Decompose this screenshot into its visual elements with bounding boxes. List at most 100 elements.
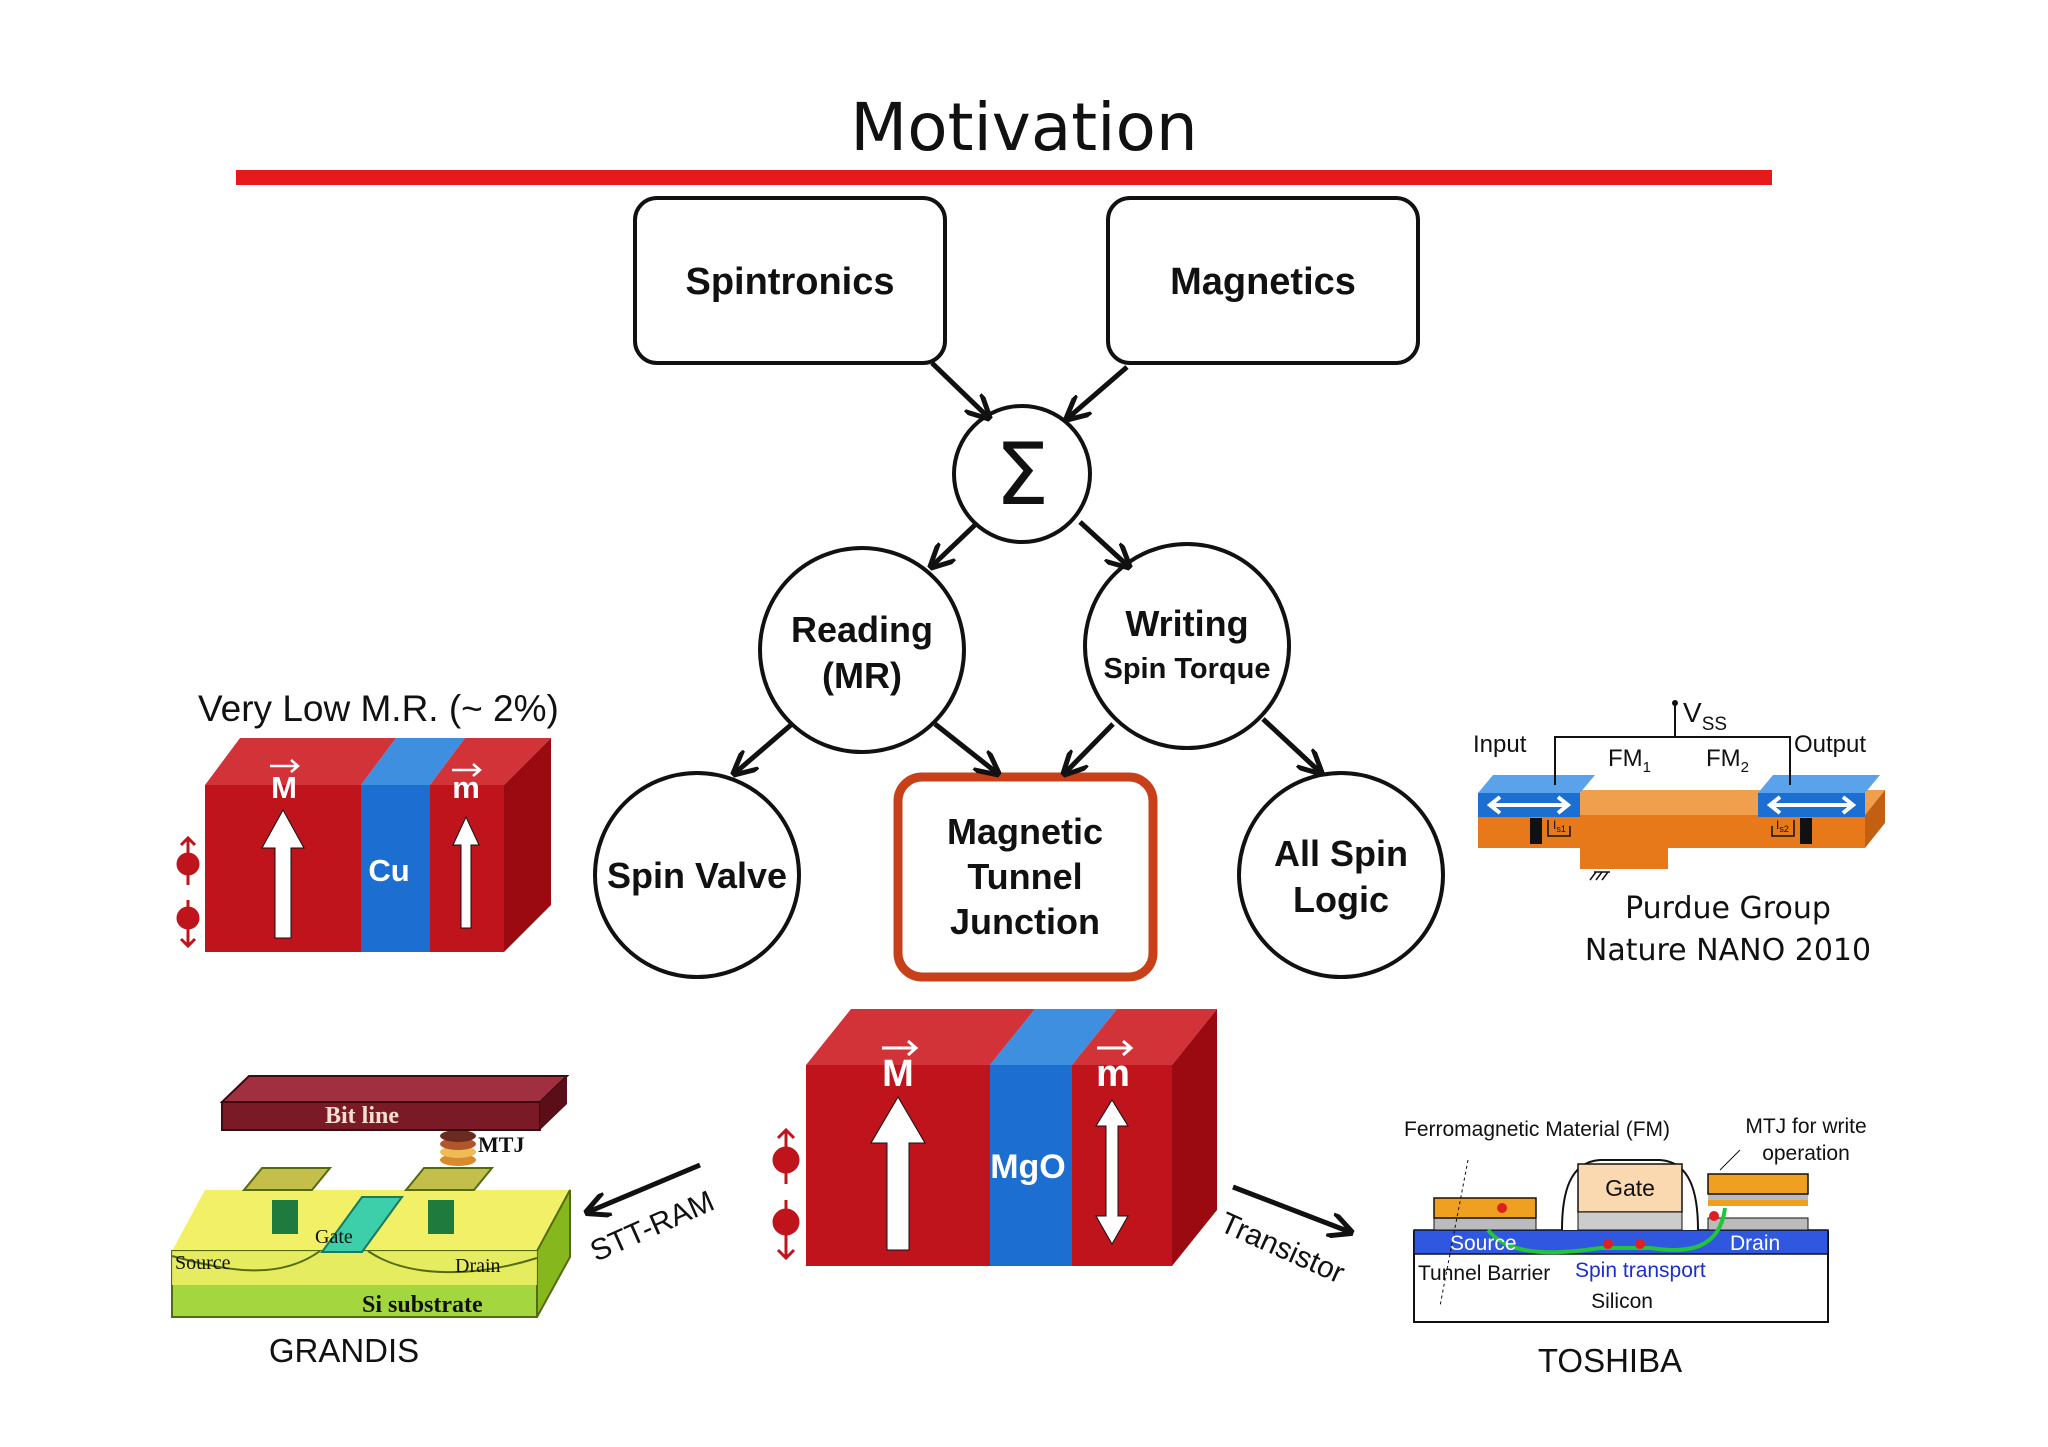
spacer-label: Cu <box>368 853 409 888</box>
mtj-fixed-vector: M <box>882 1053 914 1095</box>
logic-label: Logic <box>1293 879 1389 920</box>
svg-text:FM2: FM2 <box>1706 745 1749 776</box>
gate-block <box>320 1196 404 1253</box>
fm-material-label: Ferromagnetic Material (FM) <box>1404 1118 1670 1141</box>
vss-label: V <box>1683 697 1702 728</box>
grandis-source-label: Source <box>175 1252 231 1274</box>
arrow-transistor <box>1232 1184 1350 1232</box>
arrow-sum-to-reading <box>932 522 978 566</box>
purdue-figure: VSS Input Output FM1 FM2 Is1 Is2 Purdue … <box>1473 697 1885 968</box>
is2-label: I <box>1776 818 1779 832</box>
toshiba-gate-label: Gate <box>1605 1175 1655 1201</box>
arrow-writing-to-all-spin <box>1261 717 1320 772</box>
spintronics-label: Spintronics <box>685 261 894 303</box>
electron-spin-icon <box>176 835 200 949</box>
fixed-layer-vector: M <box>271 770 297 805</box>
mtj-write-label-line2: operation <box>1762 1142 1850 1165</box>
fixed-magnetization-arrow <box>261 808 305 939</box>
grandis-mtj-label: MTJ <box>478 1132 524 1157</box>
flow-arrows <box>588 361 1350 1232</box>
magnetics-box: Magnetics <box>1106 196 1420 365</box>
input-magnet-arrow <box>1486 795 1572 815</box>
mtj-free-vector-bar <box>1097 1039 1134 1057</box>
vss-wiring <box>1554 705 1791 785</box>
si-substrate-label: Si substrate <box>362 1292 483 1318</box>
fixed-vector-arrow-bar <box>270 759 300 773</box>
arrow-magnetics-to-sum <box>1068 365 1129 418</box>
writing-node: Writing Spin Torque <box>1083 542 1291 750</box>
arrow-writing-to-mtj <box>1065 722 1115 773</box>
reading-mr-label: (MR) <box>822 655 902 696</box>
vss-subscript: SS <box>1702 714 1727 735</box>
mtj-fixed-magnetization-arrow <box>870 1096 926 1251</box>
svg-text:Is2: Is2 <box>1776 818 1789 834</box>
mtj-write-label-line1: MTJ for write <box>1745 1115 1866 1138</box>
arrow-reading-to-spin-valve <box>735 722 794 773</box>
spin-transport-path <box>1486 1207 1727 1255</box>
input-label: Input <box>1473 731 1527 758</box>
arrow-reading-to-mtj <box>933 722 997 773</box>
stt-ram-label: STT-RAM <box>585 1185 719 1269</box>
transistor-label: Transistor <box>1215 1206 1349 1290</box>
arrow-stt-ram <box>588 1162 701 1212</box>
spin-torque-label: Spin Torque <box>1103 653 1270 685</box>
fm1-label: FM <box>1608 745 1643 772</box>
barrier-label: MgO <box>990 1148 1066 1186</box>
arrow-sum-to-writing <box>1078 520 1128 566</box>
mtj-label-line2: Tunnel <box>967 856 1082 897</box>
arrow-spintronics-to-sum <box>930 361 988 417</box>
is2-subscript: s2 <box>1779 824 1789 834</box>
grandis-gate-label: Gate <box>315 1226 353 1248</box>
toshiba-gate <box>1577 1163 1683 1213</box>
ground-leg <box>1580 848 1668 869</box>
mtj-box: Magnetic Tunnel Junction <box>893 772 1158 982</box>
free-layer-vector: m <box>452 770 480 805</box>
all-spin-logic-node: All Spin Logic <box>1237 771 1445 979</box>
reading-label: Reading <box>791 609 933 650</box>
toshiba-source-label: Source <box>1450 1232 1517 1255</box>
mtj-label-line3: Junction <box>950 901 1100 942</box>
magnetics-label: Magnetics <box>1170 261 1356 303</box>
sum-node: Σ <box>952 404 1092 544</box>
ground-symbol <box>1589 871 1610 881</box>
grandis-caption: GRANDIS <box>269 1332 419 1369</box>
svg-text:Is1: Is1 <box>1553 818 1566 834</box>
grandis-drain-label: Drain <box>455 1255 501 1277</box>
spin-valve-label: Spin Valve <box>607 855 787 896</box>
toshiba-figure: Gate Source Drain Tunnel Barrier Spin tr… <box>1404 1115 1867 1379</box>
spin-valve-caption: Very Low M.R. (~ 2%) <box>198 688 559 729</box>
sigma-symbol: Σ <box>995 425 1049 525</box>
is1-label: I <box>1553 818 1556 832</box>
fm2-label: FM <box>1706 745 1741 772</box>
spin-valve-node: Spin Valve <box>593 771 801 979</box>
mtj-figure: MgO M m <box>772 1009 1217 1266</box>
output-label: Output <box>1794 731 1866 758</box>
mtj-free-magnetization-arrow <box>1095 1099 1129 1246</box>
fm2-subscript: 2 <box>1741 759 1749 776</box>
svg-text:VSS: VSS <box>1683 697 1727 735</box>
writing-label: Writing <box>1125 603 1248 644</box>
reading-node: Reading (MR) <box>758 546 966 754</box>
spin-transport-label: Spin transport <box>1575 1259 1706 1282</box>
is1-subscript: s1 <box>1556 824 1566 834</box>
page-title: Motivation <box>850 89 1197 166</box>
mtj-label-line1: Magnetic <box>947 811 1103 852</box>
mtj-free-vector: m <box>1096 1053 1130 1095</box>
mtj-fixed-vector-bar <box>882 1039 919 1057</box>
fm1-subscript: 1 <box>1643 759 1651 776</box>
tunnel-barrier-label: Tunnel Barrier <box>1418 1262 1550 1285</box>
toshiba-caption: TOSHIBA <box>1538 1342 1682 1379</box>
output-magnet-arrow <box>1766 795 1857 815</box>
grandis-figure: Bit line MTJ Gate Source Drain Si substr… <box>171 1075 571 1369</box>
purdue-caption-line2: Nature NANO 2010 <box>1585 933 1871 968</box>
toshiba-drain-label: Drain <box>1730 1232 1780 1255</box>
svg-text:FM1: FM1 <box>1608 745 1651 776</box>
spin-valve-figure: Very Low M.R. (~ 2%) Cu m M <box>176 688 559 952</box>
bit-line-label: Bit line <box>325 1103 399 1129</box>
mtj-electron-spin-icon <box>772 1127 800 1261</box>
purdue-caption-line1: Purdue Group <box>1625 891 1831 926</box>
spintronics-box: Spintronics <box>633 196 947 365</box>
title-underline <box>236 170 1772 185</box>
silicon-label: Silicon <box>1591 1290 1653 1313</box>
